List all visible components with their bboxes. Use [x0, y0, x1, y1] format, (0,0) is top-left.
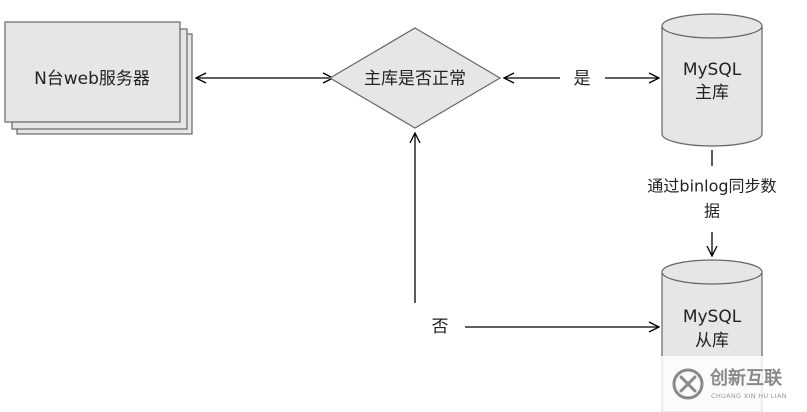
sync-label-line1: 通过binlog同步数 [647, 177, 776, 196]
master-db-label-line1: MySQL [683, 60, 742, 80]
web-servers-label: N台web服务器 [34, 69, 150, 89]
watermark-brand: 创新互联 [709, 367, 782, 389]
slave-db-label-line1: MySQL [683, 307, 742, 327]
sync-label-line2: 据 [704, 202, 720, 221]
watermark-sub: CHUANG XIN HU LIAN [711, 392, 787, 400]
decision-node: 主库是否正常 [328, 27, 502, 129]
master-db-label-line2: 主库 [695, 83, 729, 103]
slave-db-label-line2: 从库 [695, 331, 729, 351]
yes-label: 是 [574, 69, 591, 89]
watermark: 创新互联 CHUANG XIN HU LIAN [652, 356, 807, 412]
master-db-node: MySQL 主库 [661, 13, 763, 147]
decision-label: 主库是否正常 [364, 69, 466, 89]
web-servers-node: N台web服务器 [4, 21, 193, 135]
watermark-logo-icon [672, 368, 704, 400]
no-label: 否 [432, 317, 449, 337]
